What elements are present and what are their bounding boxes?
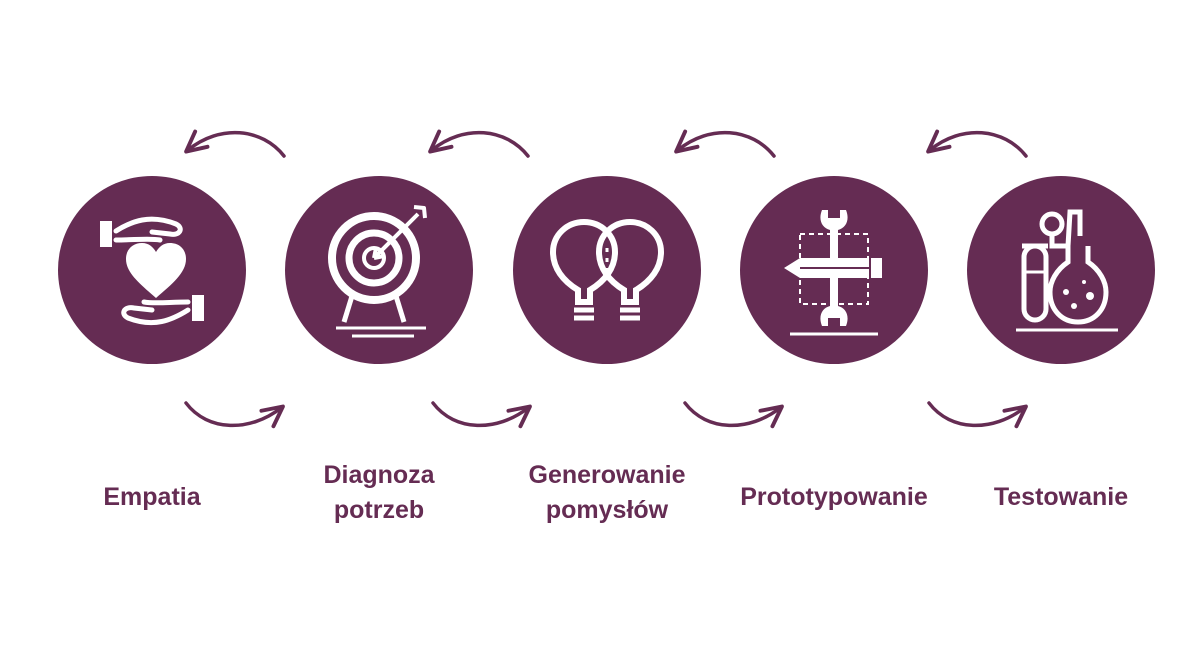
label-line: potrzeb (333, 496, 425, 524)
label-line: Prototypowanie (740, 483, 928, 511)
back-arrow-3 (674, 129, 776, 158)
forward-arrow-1 (184, 401, 285, 429)
wrench-pencil-icon (784, 210, 882, 336)
back-arrow-4 (926, 129, 1028, 158)
label-line: pomysłów (545, 496, 669, 524)
forward-arrows (184, 401, 1028, 429)
step-diagnoza (285, 176, 473, 364)
back-arrow-2 (428, 129, 530, 158)
back-arrows (184, 129, 1028, 158)
step-circle (285, 176, 473, 364)
hands-heart-icon (100, 216, 204, 326)
label-testowanie: Testowanie (994, 480, 1128, 515)
forward-arrow-4 (927, 401, 1028, 429)
forward-arrow-2 (431, 401, 532, 429)
label-prototypowanie: Prototypowanie (740, 480, 928, 515)
step-prototypowanie (740, 176, 928, 364)
label-empatia: Empatia (103, 480, 200, 515)
step-testowanie (967, 176, 1155, 364)
label-generowanie: Generowanie pomysłów (529, 458, 686, 528)
step-empatia (58, 176, 246, 364)
label-line: Diagnoza (323, 461, 435, 489)
two-lightbulbs-icon (549, 218, 665, 321)
label-line: Generowanie (528, 461, 686, 489)
lab-flasks-icon (1016, 209, 1118, 332)
target-arrow-icon (328, 205, 427, 338)
label-diagnoza: Diagnoza potrzeb (323, 458, 434, 528)
label-line: Testowanie (993, 483, 1129, 511)
step-generowanie (513, 176, 701, 364)
label-line: Empatia (103, 483, 201, 511)
back-arrow-1 (184, 129, 286, 158)
forward-arrow-3 (683, 401, 784, 429)
